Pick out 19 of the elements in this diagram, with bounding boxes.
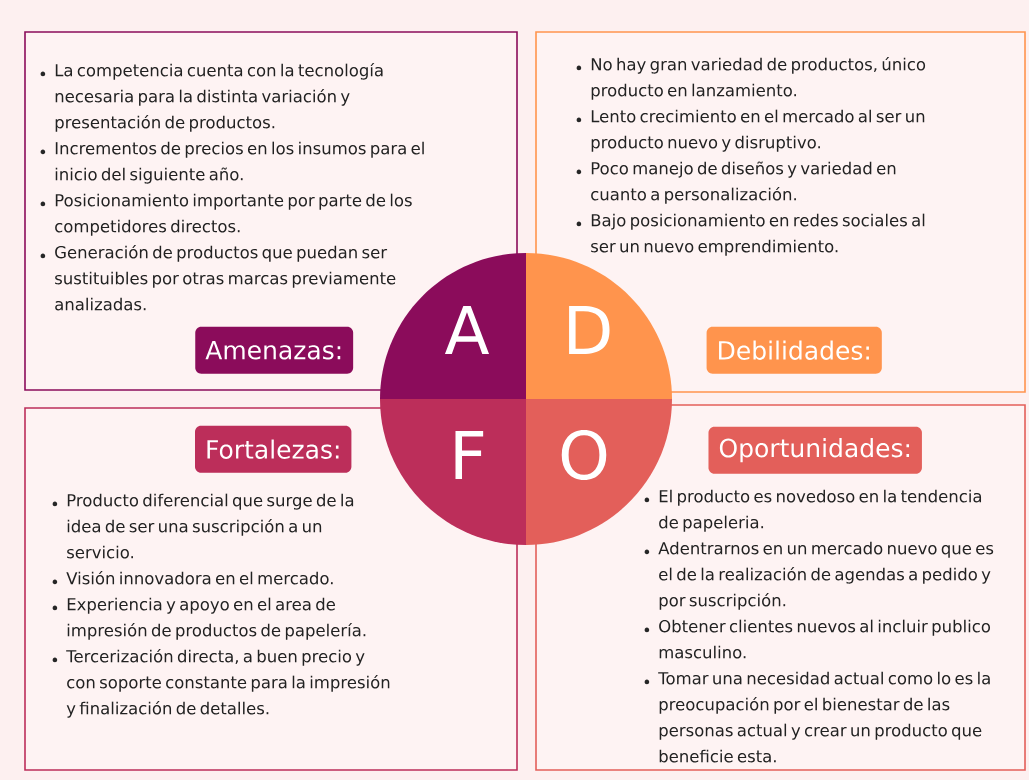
bullet-text: Experiencia y apoyo en el area de impresión de productos de papelería. — [67, 597, 366, 640]
heading-tag: Oportunidades: — [708, 426, 922, 474]
heading-tag: Amenazas: — [195, 326, 354, 374]
bullet-text: Bajo posicionamiento en redes sociales al ser un nuevo emprendimiento. — [591, 213, 925, 256]
bullet-text: Posicionamiento importante por parte de los competidores directos. — [55, 193, 412, 236]
quadrant-segment: F — [380, 399, 526, 545]
quadrant-segment: D — [526, 253, 672, 399]
bullet-text: Lento crecimiento en el mercado al ser un producto nuevo y disruptivo. — [591, 109, 925, 152]
heading-tag: Debilidades: — [706, 326, 882, 374]
bullet-text: Incrementos de precios en los insumos para el inicio del siguiente año. — [55, 141, 424, 184]
bullet-text: No hay gran variedad de productos, único producto en lanzamiento. — [591, 57, 926, 100]
bullet-text: Poco manejo de diseños y variedad en cuanto a personalización. — [591, 161, 896, 204]
bullet-text: Tercerización directa, a buen precio y con soporte constante para la impresión y finalización de detalles. — [66, 649, 390, 718]
heading-tag: Fortalezas: — [195, 425, 352, 473]
bullet-text: La competencia cuenta con la tecnología necesaria para la distinta variación y presentación de productos. — [55, 63, 383, 132]
bullet-text: Tomar una necesidad actual como lo es la preocupación por el bienestar de las personas actual y crear un producto que beneficie esta. — [658, 671, 990, 763]
bullet-text: Producto diferencial que surge de la idea de ser una suscripción a un servicio. — [67, 493, 354, 559]
bullet-text: Visión innovadora en el mercado. — [66, 571, 333, 585]
bullet-text: Obtener clientes nuevos al incluir publico masculino. — [659, 619, 990, 659]
